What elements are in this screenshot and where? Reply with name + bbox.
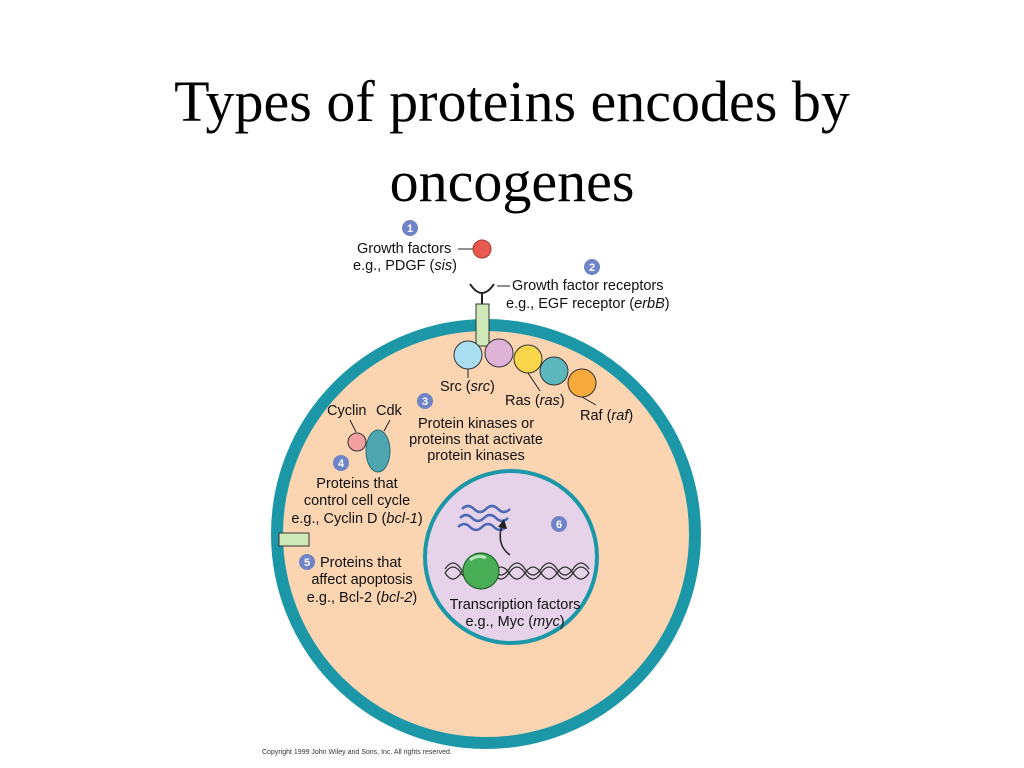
growth-factors-label: Growth factors [357, 241, 451, 257]
number-3: 3 [422, 396, 428, 408]
bcl2-membrane-protein [278, 532, 310, 547]
number-2: 2 [589, 262, 595, 274]
myc-transcription-factor [462, 552, 500, 590]
title-line-2: oncogenes [389, 149, 635, 214]
transcription-factors-example: e.g., Myc (myc) [465, 614, 564, 630]
cdk-protein [365, 429, 391, 473]
transcription-arrowhead [498, 519, 507, 529]
kinases-label-3: protein kinases [427, 448, 525, 464]
raf-protein [567, 368, 597, 398]
teal-protein [539, 356, 569, 386]
title-line-1: Types of proteins encodes by [174, 69, 850, 134]
cdk-leader [383, 419, 391, 432]
number-badge-1 [402, 220, 418, 236]
receptor-binding-site [469, 283, 495, 294]
number-1: 1 [407, 223, 413, 235]
cdk-label: Cdk [376, 403, 403, 419]
mrna-strands [457, 504, 511, 532]
receptor-label: Growth factor receptors [512, 278, 664, 294]
apoptosis-label-2: affect apoptosis [311, 572, 412, 588]
number-badge-3 [417, 393, 433, 409]
receptor-example: e.g., EGF receptor (erbB) [506, 296, 670, 312]
number-5: 5 [304, 557, 310, 569]
number-badge-4 [333, 455, 349, 471]
number-badge-2 [584, 259, 600, 275]
raf-label: Raf (raf) [580, 408, 633, 424]
ras-label: Ras (ras) [505, 393, 565, 409]
kinases-label-1: Protein kinases or [418, 416, 534, 432]
growth-factors-example: e.g., PDGF (sis) [353, 258, 457, 274]
cyclin-leader [349, 419, 357, 433]
src-label: Src (src) [440, 379, 495, 395]
ras-protein [513, 344, 543, 374]
apoptosis-label-1: Proteins that [320, 555, 401, 571]
number-badge-6 [551, 516, 567, 532]
receptor-transmembrane [475, 303, 490, 347]
kinases-label-2: proteins that activate [409, 432, 543, 448]
pink-protein [484, 338, 514, 368]
src-protein [453, 340, 483, 370]
number-badge-5 [299, 554, 315, 570]
ras-leader [527, 372, 541, 392]
myc-highlight [469, 554, 487, 562]
transcription-factors-label: Transcription factors [450, 597, 581, 613]
cyclin-protein [347, 432, 367, 452]
number-6: 6 [556, 519, 562, 531]
transcription-arrow [499, 524, 511, 556]
cyclin-label: Cyclin [327, 403, 366, 419]
cell-cycle-example: e.g., Cyclin D (bcl-1) [291, 511, 422, 527]
copyright: Copyright 1999 John Wiley and Sons, Inc.… [262, 749, 452, 756]
cell-cycle-label-1: Proteins that [316, 476, 397, 492]
number-4: 4 [338, 458, 345, 470]
raf-leader [581, 396, 597, 406]
cell-cycle-label-2: control cell cycle [304, 493, 410, 509]
apoptosis-example: e.g., Bcl-2 (bcl-2) [307, 590, 417, 606]
growth-factor-molecule [472, 239, 492, 259]
slide-title: Types of proteins encodes by oncogenes [0, 62, 1024, 222]
